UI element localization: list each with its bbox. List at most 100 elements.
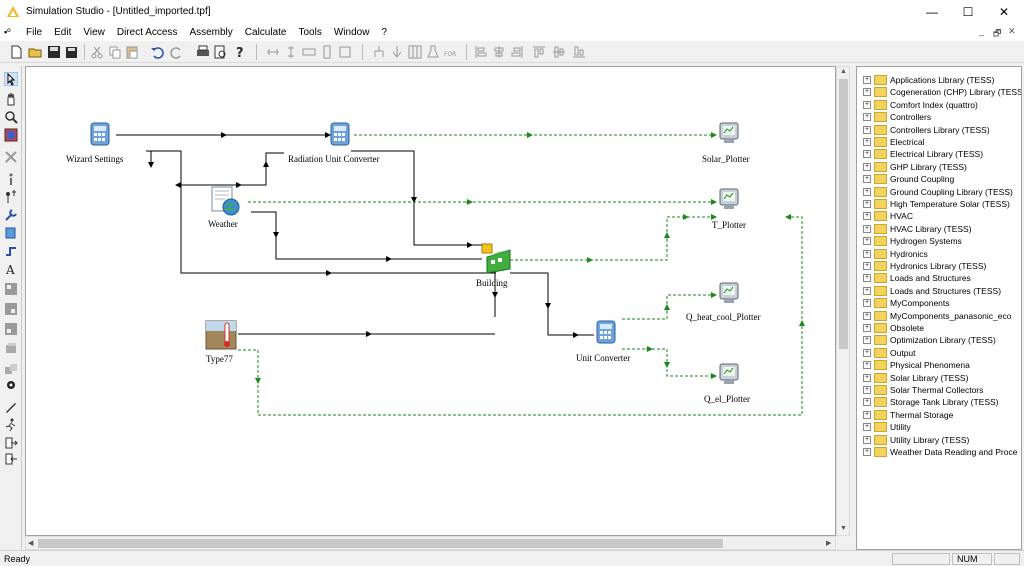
expand-plus-icon[interactable]: + <box>863 138 871 146</box>
connect-link-icon[interactable] <box>4 244 18 258</box>
align-vertical-icon[interactable] <box>284 45 298 59</box>
diagram-canvas[interactable]: Wizard Settings Radiation Unit Converter… <box>25 66 836 536</box>
expand-plus-icon[interactable]: + <box>863 336 871 345</box>
for-loop-icon[interactable]: FOR <box>444 45 458 59</box>
library-tree-item[interactable]: +Controllers Library (TESS) <box>863 124 990 136</box>
scroll-left-arrow-icon[interactable]: ◀ <box>28 540 34 547</box>
print-preview-icon[interactable] <box>213 45 227 59</box>
zoom-icon[interactable] <box>4 110 18 124</box>
expand-plus-icon[interactable]: + <box>863 88 871 97</box>
align-center-icon[interactable] <box>492 45 506 59</box>
expand-plus-icon[interactable]: + <box>863 324 871 332</box>
wizard-settings-node[interactable]: Wizard Settings <box>66 122 124 164</box>
select-pointer-icon[interactable] <box>4 72 18 86</box>
import-icon[interactable] <box>4 452 18 466</box>
menu-tools[interactable]: Tools <box>298 26 322 38</box>
run-icon[interactable] <box>4 418 18 432</box>
pin-icon[interactable] <box>4 190 18 204</box>
macro-icon[interactable] <box>4 362 18 376</box>
align-left-icon[interactable] <box>474 45 488 59</box>
close-button[interactable]: ✕ <box>998 4 1010 19</box>
menu-direct-access[interactable]: Direct Access <box>116 26 178 38</box>
expand-plus-icon[interactable]: + <box>863 398 871 407</box>
library-tree-item[interactable]: +HVAC <box>863 210 913 222</box>
save-icon[interactable] <box>47 45 61 59</box>
menu-window[interactable]: Window <box>333 26 370 38</box>
vertical-scroll-thumb[interactable] <box>839 79 848 349</box>
horizontal-scroll-thumb[interactable] <box>38 539 723 548</box>
expand-plus-icon[interactable]: + <box>863 286 871 295</box>
library-tree-item[interactable]: +Cogeneration (CHP) Library (TESS <box>863 86 1021 98</box>
library-tree-item[interactable]: +Utility Library (TESS) <box>863 434 969 446</box>
library-tree-item[interactable]: +Electrical Library (TESS) <box>863 148 983 160</box>
expand-plus-icon[interactable]: + <box>863 435 871 444</box>
library-tree-item[interactable]: +HVAC Library (TESS) <box>863 223 972 235</box>
library-tree-item[interactable]: +Solar Library (TESS) <box>863 372 968 384</box>
color-palette-icon[interactable] <box>4 128 18 142</box>
menu-help[interactable]: ? <box>381 26 387 38</box>
expand-plus-icon[interactable]: + <box>863 125 871 134</box>
expand-plus-icon[interactable]: + <box>863 386 871 394</box>
library-tree-item[interactable]: +MyComponents <box>863 297 950 309</box>
undo-icon[interactable] <box>150 45 164 59</box>
expand-plus-icon[interactable]: + <box>863 76 871 84</box>
same-size-icon[interactable] <box>338 45 352 59</box>
print-icon[interactable] <box>196 45 210 59</box>
expand-plus-icon[interactable]: + <box>863 150 871 159</box>
expand-plus-icon[interactable]: + <box>863 249 871 258</box>
align-top-icon[interactable] <box>532 45 546 59</box>
cut-icon[interactable] <box>90 45 104 59</box>
open-folder-icon[interactable] <box>28 45 42 59</box>
align-right-icon[interactable] <box>510 45 524 59</box>
layer-3-icon[interactable] <box>4 322 18 336</box>
expand-plus-icon[interactable]: + <box>863 100 871 109</box>
hand-pan-icon[interactable] <box>4 92 18 106</box>
library-tree-item[interactable]: +Comfort Index (quattro) <box>863 99 978 111</box>
library-tree-item[interactable]: +Controllers <box>863 111 931 123</box>
menu-view[interactable]: View <box>83 26 105 38</box>
canvas-vertical-scrollbar[interactable]: ▲ ▼ <box>836 66 850 536</box>
library-tree-item[interactable]: +Storage Tank Library (TESS) <box>863 396 999 408</box>
document-system-icon[interactable]: ▪º <box>4 27 11 37</box>
library-tree-item[interactable]: +Ground Coupling <box>863 173 954 185</box>
library-tree-item[interactable]: +Hydronics <box>863 248 928 260</box>
library-tree-item[interactable]: +Electrical <box>863 136 924 148</box>
expand-plus-icon[interactable]: + <box>863 175 871 184</box>
scroll-up-arrow-icon[interactable]: ▲ <box>840 68 847 75</box>
library-tree-item[interactable]: +Hydronics Library (TESS) <box>863 260 986 272</box>
paste-icon[interactable] <box>125 45 139 59</box>
copy-icon[interactable] <box>108 45 122 59</box>
expand-plus-icon[interactable]: + <box>863 410 871 419</box>
expand-plus-icon[interactable]: + <box>863 162 871 171</box>
minimize-button[interactable]: — <box>926 4 938 19</box>
new-file-icon[interactable] <box>9 45 23 59</box>
library-tree-item[interactable]: +Ground Coupling Library (TESS) <box>863 186 1013 198</box>
layer-icon[interactable] <box>4 282 18 296</box>
building-node[interactable]: Building <box>476 243 511 288</box>
unit-converter-node[interactable]: Unit Converter <box>576 320 630 363</box>
layer-2-icon[interactable] <box>4 302 18 316</box>
delete-icon[interactable] <box>4 150 18 164</box>
expand-plus-icon[interactable]: + <box>863 237 871 246</box>
component-icon[interactable] <box>4 226 18 240</box>
align-middle-icon[interactable] <box>552 45 566 59</box>
expand-plus-icon[interactable]: + <box>863 212 871 221</box>
library-tree-item[interactable]: +Loads and Structures (TESS) <box>863 285 1001 297</box>
mdi-restore-button[interactable]: 🗗 <box>993 28 1002 38</box>
type77-node[interactable]: Type77 <box>205 320 237 364</box>
library-tree-item[interactable]: +GHP Library (TESS) <box>863 161 967 173</box>
solar-plotter-node[interactable]: Solar_Plotter <box>702 122 750 164</box>
expand-plus-icon[interactable]: + <box>863 113 871 122</box>
expand-plus-icon[interactable]: + <box>863 348 871 357</box>
expand-plus-icon[interactable]: + <box>863 448 871 456</box>
help-icon[interactable]: ? <box>233 45 247 59</box>
t-plotter-node[interactable]: T_Plotter <box>712 188 746 230</box>
same-height-icon[interactable] <box>320 45 334 59</box>
library-tree-item[interactable]: +MyComponents_panasonic_eco <box>863 310 1011 322</box>
expand-plus-icon[interactable]: + <box>863 262 871 270</box>
align-horizontal-icon[interactable] <box>266 45 280 59</box>
same-width-icon[interactable] <box>302 45 316 59</box>
info-icon[interactable] <box>4 172 18 186</box>
library-tree-item[interactable]: +Thermal Storage <box>863 409 953 421</box>
maximize-button[interactable]: ☐ <box>962 4 974 19</box>
